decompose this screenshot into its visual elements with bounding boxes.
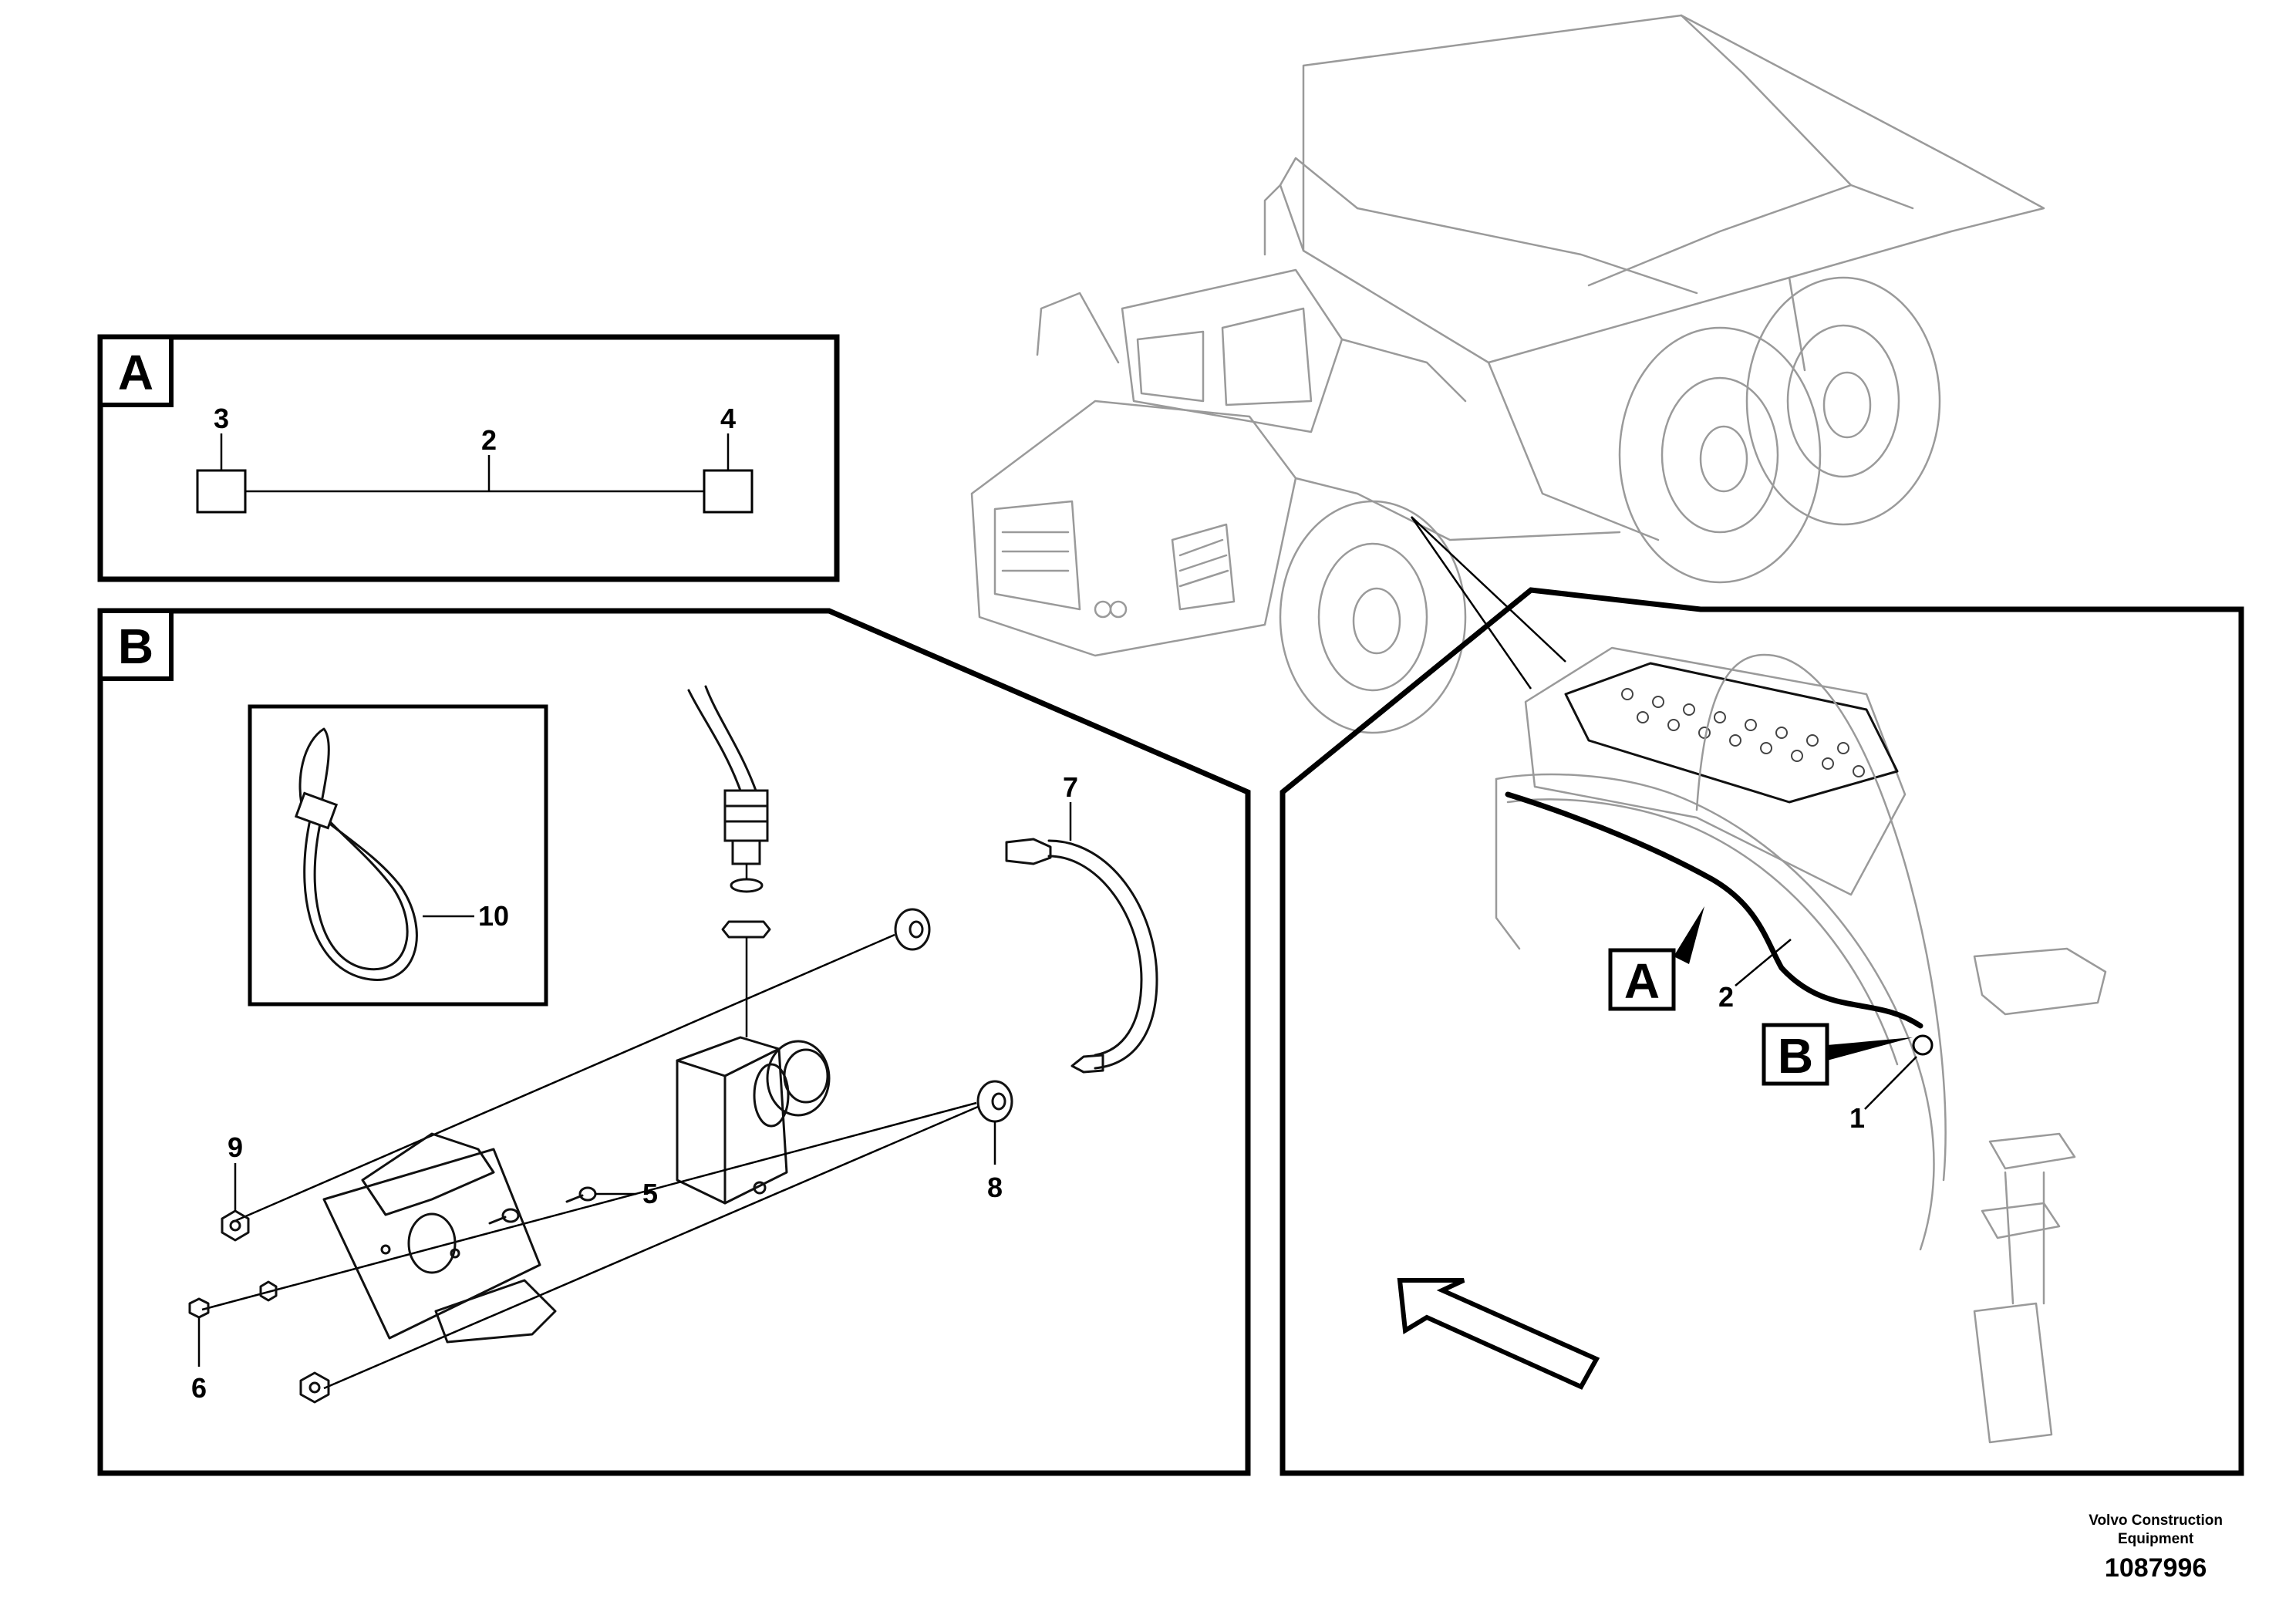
washer-lower: [976, 1080, 1013, 1165]
detail-label-a: A: [1624, 953, 1660, 1009]
footer-brand-block: Volvo Construction Equipment 1087996: [2089, 1512, 2223, 1583]
callout-6: 6: [191, 1372, 207, 1404]
inset-a: A 3 2 4: [97, 334, 840, 582]
inset-a-letter: A: [118, 345, 153, 400]
callout-9: 9: [228, 1131, 243, 1163]
proximity-sensor: [676, 1036, 831, 1205]
washer-upper: [894, 908, 931, 951]
callout-5: 5: [642, 1178, 658, 1209]
detail-label-b-box: [1762, 1023, 1829, 1086]
cable-tie-box: [248, 704, 548, 1007]
step-grating: [1621, 688, 1865, 777]
callout-8: 8: [987, 1172, 1003, 1203]
detail-callout-1: 1: [1849, 1102, 1865, 1134]
detail-callout-2: 2: [1718, 981, 1734, 1013]
callout-3: 3: [214, 403, 229, 434]
articulated-hauler-illustration: [970, 14, 2045, 734]
detail-label-b: B: [1778, 1028, 1813, 1084]
nut-9: [221, 1163, 250, 1242]
brand-line-2: Equipment: [2118, 1531, 2194, 1547]
screw-5: [488, 1186, 636, 1225]
sensor-mount-point: [1912, 1034, 1934, 1056]
callout-10: 10: [478, 900, 509, 932]
callout-4: 4: [720, 403, 736, 434]
callout-2: 2: [481, 424, 497, 456]
cable-route: [1505, 791, 1923, 1029]
document-number: 1087996: [2104, 1553, 2207, 1583]
pointer-a: [1674, 906, 1704, 964]
forward-direction-arrow: [1397, 1278, 1600, 1390]
mounting-bracket: [322, 1132, 557, 1344]
hose-assembly: [1005, 802, 1158, 1074]
connector-box-4: [703, 469, 754, 514]
cable-tie-icon: [294, 727, 474, 981]
sensor-cable-connector: [687, 685, 771, 1037]
callout-7: 7: [1063, 771, 1078, 803]
fender-assembly: [1495, 646, 2107, 1444]
inset-b-letter: B: [118, 619, 153, 674]
nut-6: [188, 1280, 330, 1404]
inset-b: B 10: [97, 608, 1251, 1476]
connector-box-3: [196, 469, 247, 514]
detail-view: A B 2 1: [1279, 516, 2244, 1476]
detail-label-a-box: [1608, 948, 1676, 1011]
brand-line-1: Volvo Construction: [2089, 1512, 2223, 1529]
pointer-b: [1827, 1037, 1913, 1061]
